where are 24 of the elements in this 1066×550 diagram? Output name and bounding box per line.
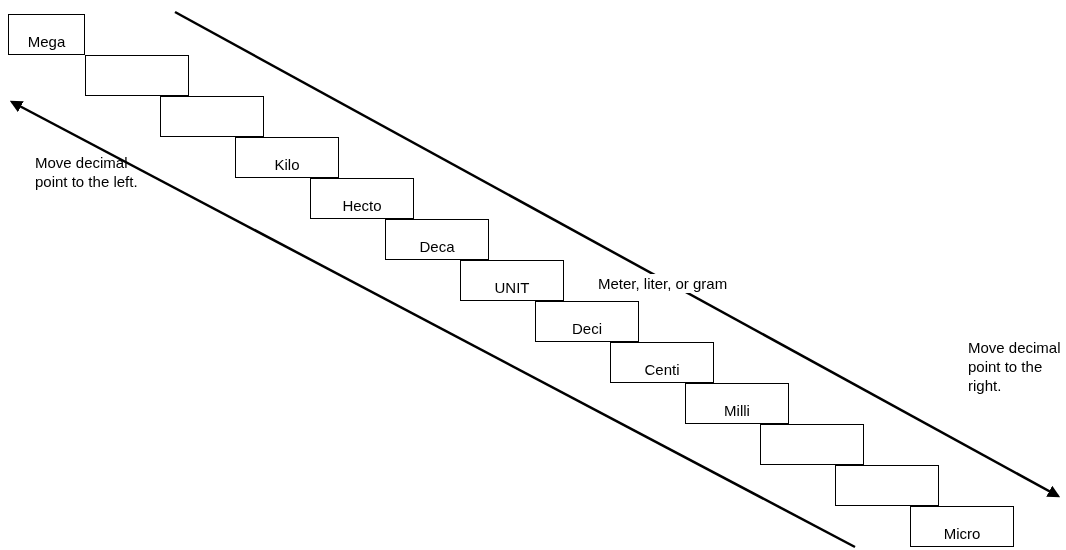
prefix-text: Kilo — [273, 156, 301, 173]
prefix-box — [8, 14, 85, 55]
direction-note: Move decimal point to the left. — [35, 153, 139, 191]
prefix-text: Milli — [723, 402, 751, 419]
prefix-text: Micro — [942, 525, 982, 542]
prefix-box — [235, 137, 339, 178]
prefix-box — [385, 219, 489, 260]
stair-step-box — [85, 55, 189, 96]
stair-step-box — [760, 424, 864, 465]
prefix-text: Centi — [643, 361, 681, 378]
stair-step-box — [835, 465, 939, 506]
direction-note: Move decimal point to the right. — [968, 338, 1062, 395]
prefix-box — [310, 178, 414, 219]
prefix-box — [535, 301, 639, 342]
prefix-text: UNIT — [493, 279, 531, 296]
prefix-box — [685, 383, 789, 424]
prefix-text: Deci — [571, 320, 603, 337]
stair-step-box — [160, 96, 264, 137]
prefix-box — [460, 260, 564, 301]
prefix-box — [610, 342, 714, 383]
prefix-text: Hecto — [341, 197, 383, 214]
prefix-box — [910, 506, 1014, 547]
prefix-text: Deca — [418, 238, 456, 255]
prefix-text: Mega — [26, 33, 67, 50]
